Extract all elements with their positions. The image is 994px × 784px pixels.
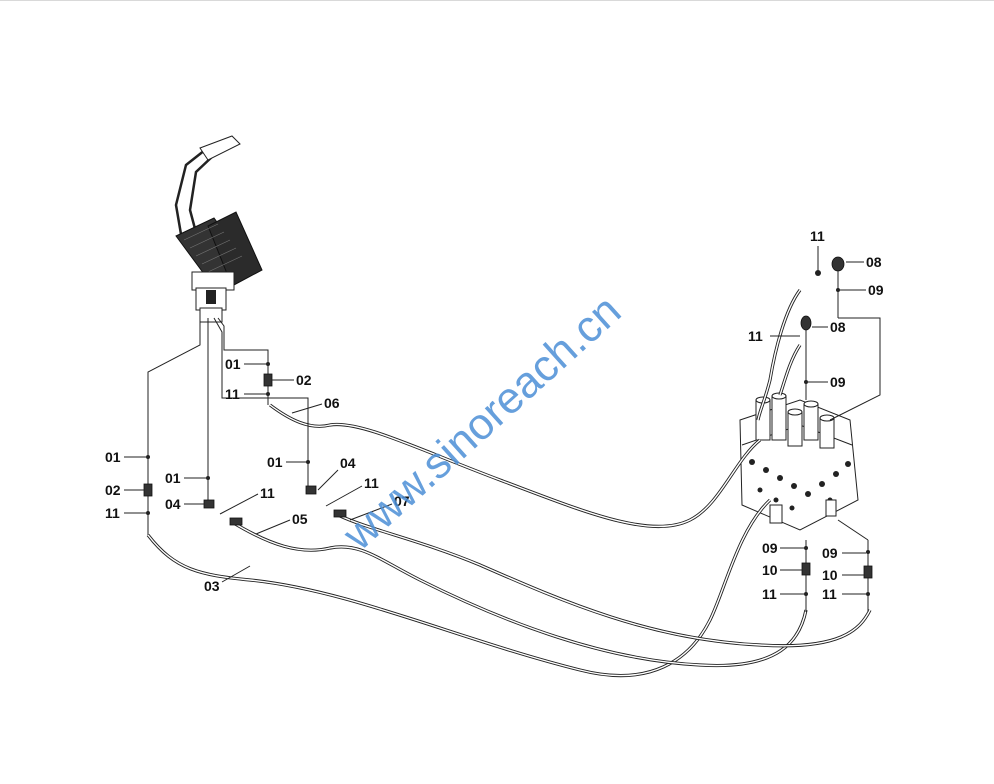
callout-11: 11 [748,328,763,344]
hose-top-left [756,289,802,421]
callout-10: 10 [822,567,838,583]
callout-01: 01 [225,356,241,372]
callout-01: 01 [165,470,181,486]
callout-11: 11 [260,485,275,501]
main-control-valve [739,392,859,531]
callout-labels: 11 08 09 11 08 09 01 02 11 06 01 02 11 0… [105,228,884,602]
callout-05: 05 [292,511,308,527]
callout-02: 02 [296,372,312,388]
right-pedal [207,211,263,287]
callout-09: 09 [830,374,846,390]
callout-01: 01 [105,449,121,465]
hose-03 [146,498,772,678]
callout-10: 10 [762,562,778,578]
pilot-lines [147,268,881,612]
hose-06 [269,403,762,528]
callout-04: 04 [340,455,356,471]
callout-11: 11 [762,586,777,602]
callout-leaders [124,246,866,595]
callout-03: 03 [204,578,220,594]
callout-07: 07 [394,493,410,509]
callout-08: 08 [830,319,846,335]
callout-11: 11 [225,386,240,402]
callout-04: 04 [165,496,181,512]
callout-08: 08 [866,254,882,270]
callout-02: 02 [105,482,121,498]
callout-06: 06 [324,395,340,411]
watermark-text: www.sinoreach.cn [333,286,630,560]
lever-grip [199,135,241,161]
callout-11: 11 [822,586,837,602]
callout-09: 09 [868,282,884,298]
callout-11: 11 [364,475,379,491]
fittings [143,256,873,596]
callout-09: 09 [822,545,838,561]
callout-11: 11 [810,228,825,244]
travel-pedal-assembly [174,135,263,323]
callout-09: 09 [762,540,778,556]
callout-11: 11 [105,505,120,521]
hose-05 [231,520,808,668]
hose-top-right [778,344,802,396]
top-border [0,0,994,1]
hose-07 [337,513,872,648]
callout-01: 01 [267,454,283,470]
